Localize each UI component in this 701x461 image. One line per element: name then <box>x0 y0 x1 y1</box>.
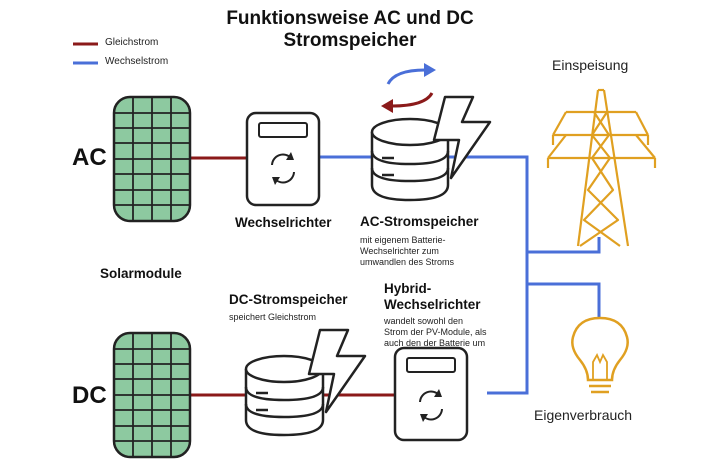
wechselrichter-label: Wechselrichter <box>235 215 332 230</box>
hybrid-desc-1: wandelt sowohl den <box>384 316 464 326</box>
ac-speicher-desc-3: umwandlen des Stroms <box>360 257 455 267</box>
lightning-icon <box>307 328 367 414</box>
einspeisung-label: Einspeisung <box>552 57 629 73</box>
solarmodule-label: Solarmodule <box>100 266 182 281</box>
battery-storage-icon <box>370 117 450 202</box>
ac-speicher-label: AC-Stromspeicher <box>360 214 479 229</box>
dc-label: DC <box>72 382 107 409</box>
dc-speicher-desc: speichert Gleichstrom <box>229 312 317 322</box>
legend-dc-label: Gleichstrom <box>105 37 159 48</box>
title-line-2: Stromspeicher <box>283 30 417 51</box>
dc-speicher-label: DC-Stromspeicher <box>229 292 348 307</box>
connections <box>190 155 601 397</box>
solar-panel-icon <box>112 331 192 459</box>
battery-storage-icon <box>244 354 325 437</box>
legend-ac-label: Wechselstrom <box>105 56 169 67</box>
inverter-icon <box>245 111 321 207</box>
hybrid-desc-3: auch den der Batterie um <box>384 338 486 348</box>
hybrid-label-2: Wechselrichter <box>384 297 481 312</box>
ac-speicher-desc-2: Wechselrichter zum <box>360 246 439 256</box>
power-tower-icon <box>546 88 657 247</box>
ac-speicher-desc-1: mit eigenem Batterie- <box>360 235 446 245</box>
solar-panel-icon <box>112 95 192 223</box>
light-bulb-icon <box>571 316 629 394</box>
ac-label: AC <box>72 144 107 171</box>
hybrid-label-1: Hybrid- <box>384 281 432 296</box>
lightning-icon <box>432 95 492 180</box>
title-line-1: Funktionsweise AC und DC <box>226 8 474 29</box>
eigenverbrauch-label: Eigenverbrauch <box>534 407 633 423</box>
inverter-icon <box>393 346 469 442</box>
hybrid-desc-2: Strom der PV-Module, als <box>384 327 487 337</box>
exchange-arrows-icon <box>381 63 436 113</box>
